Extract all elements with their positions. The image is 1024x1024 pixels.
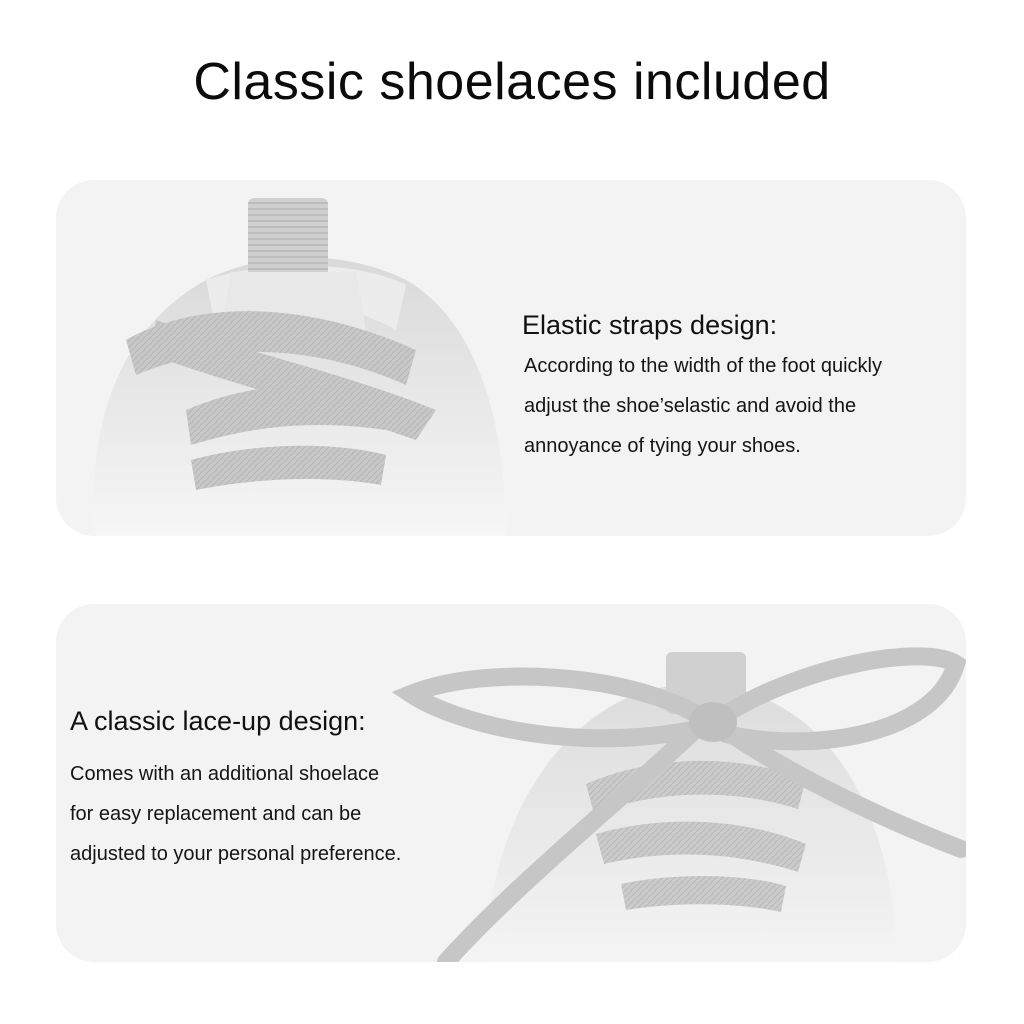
lace-bow — [391, 647, 966, 962]
heel-tab — [666, 652, 746, 714]
elastic-line-1: According to the width of the foot quick… — [524, 355, 882, 377]
elastic-line-2: adjust the shoe’selastic and avoid the — [524, 395, 857, 417]
elastic-shoe-image — [94, 198, 506, 536]
elastic-line-3: annoyance of tying your shoes. — [524, 435, 801, 457]
heel-tab — [248, 198, 328, 278]
classic-heading: A classic lace-up design: — [70, 706, 366, 736]
elastic-description: According to the width of the foot quick… — [524, 346, 964, 466]
classic-shoe-image — [391, 647, 966, 962]
elastic-heading: Elastic straps design: — [522, 310, 778, 340]
page-title: Classic shoelaces included — [193, 53, 831, 111]
classic-description: Comes with an additional shoelace for ea… — [70, 754, 490, 874]
classic-lace-panel: A classic lace-up design: Comes with an … — [56, 604, 966, 962]
classic-line-1: Comes with an additional shoelace — [70, 763, 380, 785]
elastic-straps-panel: Elastic straps design: According to the … — [56, 180, 966, 536]
classic-line-2: for easy replacement and can be — [70, 803, 362, 825]
classic-line-3: adjusted to your personal preference. — [70, 843, 402, 865]
elastic-laces — [126, 311, 436, 490]
